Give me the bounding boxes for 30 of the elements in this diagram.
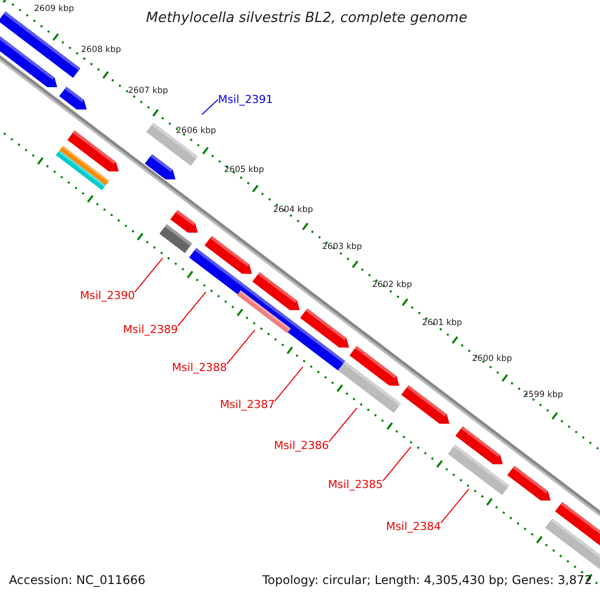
genome-info-text: Topology: circular; Length: 4,305,430 bp; Genes: 3,872 (262, 574, 592, 586)
gene-label: Msil_2388 (172, 362, 227, 373)
gene-label: Msil_2385 (328, 479, 383, 490)
tick-label: 2603 kbp (322, 243, 362, 252)
leader-line (274, 366, 304, 402)
gene-label: Msil_2389 (123, 324, 178, 335)
gene-label: Msil_2391 (218, 94, 273, 105)
leader-line (382, 446, 412, 482)
tick-label: 2599 kbp (523, 391, 564, 400)
gene-label: Msil_2386 (274, 440, 329, 451)
tick-label: 2608 kbp (81, 46, 122, 54)
accession-text: Accession: NC_011666 (9, 574, 146, 586)
gene-label: Msil_2384 (386, 521, 441, 532)
tick-label: 2606 kbp (176, 127, 216, 136)
tick-label: 2600 kbp (472, 355, 512, 364)
tick-label: 2605 kbp (224, 166, 264, 174)
tick-label: 2602 kbp (372, 281, 412, 290)
leader-line (177, 292, 206, 326)
tick-label: 2601 kbp (422, 319, 462, 328)
leader-line (440, 488, 470, 524)
gene-label: Msil_2390 (80, 290, 135, 301)
tick-label: 2607 kbp (128, 87, 168, 96)
gene-label: Msil_2387 (220, 399, 275, 410)
title: Methylocella silvestris BL2, complete genome (146, 11, 468, 25)
leader-line (226, 330, 256, 364)
leader-line (202, 99, 218, 115)
tick-label: 2609 kbp (34, 5, 74, 14)
tick-label: 2604 kbp (273, 206, 314, 214)
leader-line (328, 408, 358, 442)
leader-line (134, 258, 164, 292)
